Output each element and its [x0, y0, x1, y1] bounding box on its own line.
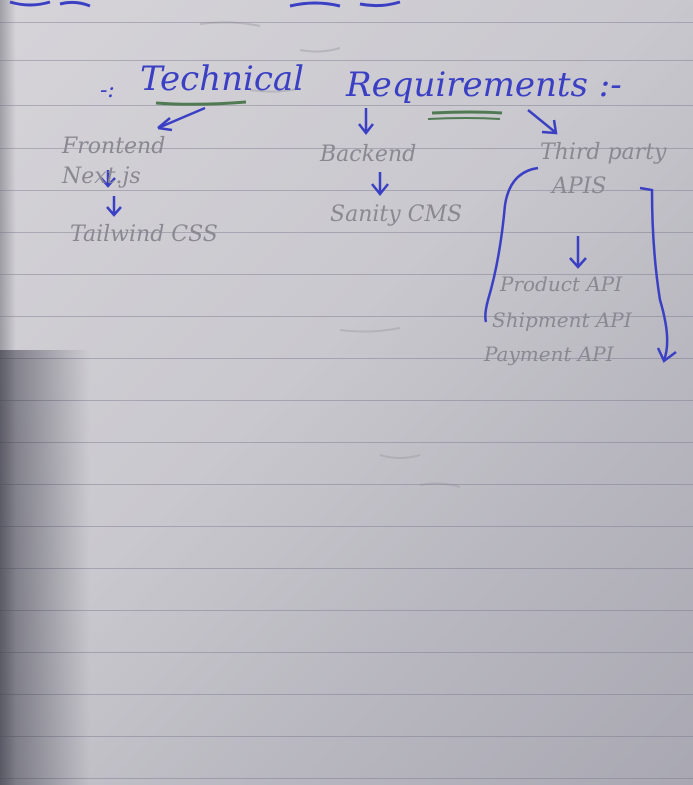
title-underline [155, 100, 247, 106]
thirdparty-item-product-api: Product API [500, 272, 623, 296]
thirdparty-item-shipment-api: Shipment API [492, 308, 632, 332]
ruled-line [0, 358, 693, 359]
frontend-label: Frontend [62, 134, 166, 159]
ruled-line [0, 484, 693, 485]
frontend-item-nextjs: Next.js [62, 164, 141, 189]
ruled-line [0, 148, 693, 149]
ruled-line [0, 316, 693, 317]
ruled-line [0, 694, 693, 695]
bracket-right [639, 186, 669, 361]
ruled-line [0, 526, 693, 527]
backend-item-sanity: Sanity CMS [330, 202, 463, 227]
arrow-title-frontend [157, 106, 206, 130]
ruled-line [0, 190, 693, 191]
thirdparty-label: Third party [540, 140, 667, 165]
erased-marks [199, 21, 341, 93]
ruled-line [0, 105, 693, 106]
ruled-line [0, 60, 693, 61]
ruled-line [0, 568, 693, 569]
arrowhead [358, 123, 374, 136]
title-underline [427, 117, 501, 120]
arrow-title-thirdparty [527, 109, 556, 133]
title-prefix: -: [100, 78, 115, 103]
ruled-line [0, 442, 693, 443]
arrowhead [541, 119, 558, 135]
arrow-next-tailwind [106, 196, 122, 217]
arrow-apis-product [569, 236, 587, 269]
title-word-technical: Technical [140, 59, 305, 99]
arrowhead [656, 347, 677, 363]
thirdparty-item-payment-api: Payment API [484, 342, 614, 366]
hand-shadow [0, 350, 90, 785]
ruled-line [0, 274, 693, 275]
title-underline [431, 110, 503, 115]
arrow-backend-sanity [371, 172, 389, 197]
ruled-line [0, 22, 693, 23]
erased-marks [339, 327, 461, 488]
ruled-line [0, 232, 693, 233]
thirdparty-sublabel: APIS [552, 174, 607, 199]
ruled-line [0, 778, 693, 779]
cutoff-scribble [9, 0, 401, 8]
ruled-line [0, 400, 693, 401]
title-word-requirements: Requirements :- [346, 65, 622, 105]
bracket-left [484, 166, 539, 323]
ruled-line [0, 652, 693, 653]
ruled-line [0, 736, 693, 737]
arrowhead [157, 117, 173, 132]
frontend-item-tailwind: Tailwind CSS [70, 222, 218, 247]
backend-label: Backend [320, 142, 417, 167]
ruled-line [0, 610, 693, 611]
arrow-frontend-next [100, 170, 116, 188]
